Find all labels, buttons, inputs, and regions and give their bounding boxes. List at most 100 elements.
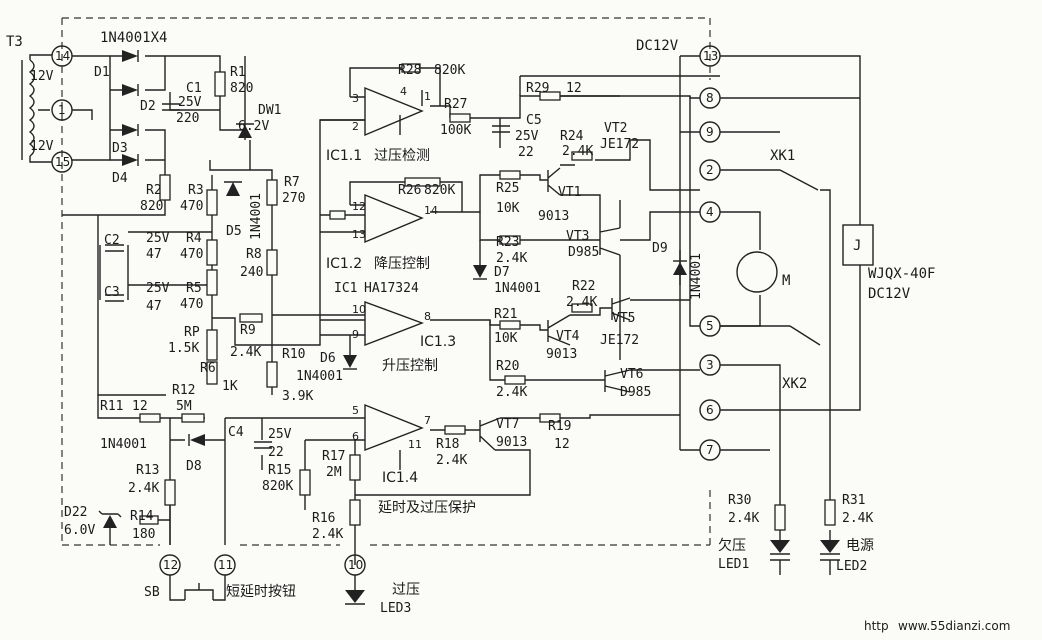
label-d7v: 1N4001 (494, 281, 541, 296)
label-c3: C3 (104, 285, 120, 300)
label-r1v: 820 (230, 81, 253, 96)
label-relay-model: WJQX-40F (868, 266, 935, 282)
board-outline (61, 17, 711, 546)
label-r8: R8 (246, 247, 262, 262)
terminal-13: 13 (703, 49, 718, 63)
label-r31: R31 (842, 493, 865, 508)
label-r25v: 10K (496, 201, 520, 216)
terminal-9: 9 (706, 125, 714, 139)
label-dw1: DW1 (258, 103, 281, 118)
relay-coil (842, 224, 874, 266)
label-ic1-model: HA17324 (364, 281, 419, 296)
label-r26v: 820K (424, 183, 455, 198)
terminal-7: 7 (706, 443, 714, 457)
svg-text:1: 1 (424, 90, 431, 103)
label-r4v: 470 (180, 247, 203, 262)
label-c4c: 22 (268, 445, 284, 460)
label-c3v: 25V (146, 281, 170, 296)
label-r1: R1 (230, 65, 246, 80)
diodes (98, 50, 840, 605)
svg-text:10: 10 (352, 303, 366, 316)
label-r10v: 3.9K (282, 389, 313, 404)
label-r8v: 240 (240, 265, 263, 280)
label-c5c: 22 (518, 145, 534, 160)
label-ic12: IC1.2 (326, 256, 362, 272)
op-amps (364, 86, 424, 452)
label-vt6: VT6 (620, 367, 643, 382)
terminal-2: 2 (706, 163, 714, 177)
label-r4: R4 (186, 231, 202, 246)
terminal-5: 5 (706, 319, 714, 333)
label-c2v: 25V (146, 231, 170, 246)
svg-text:13: 13 (352, 228, 366, 241)
terminal-14: 14 (55, 49, 70, 63)
label-r16: R16 (312, 511, 335, 526)
label-r26: R26 (398, 183, 421, 198)
label-ic13-name: 升压控制 (382, 358, 438, 374)
label-r3: R3 (188, 183, 204, 198)
label-r9: R9 (240, 323, 256, 338)
label-vt6v: D985 (620, 385, 651, 400)
terminal-15: 15 (55, 155, 70, 169)
label-r13v: 2.4K (128, 481, 159, 496)
label-bridge: 1N4001X4 (100, 30, 167, 46)
label-r3v: 470 (180, 199, 203, 214)
label-d4: D4 (112, 171, 128, 186)
transformer-v2: 12V (30, 139, 54, 154)
label-d6v: 1N4001 (296, 369, 343, 384)
label-r28: R28 (398, 63, 421, 78)
label-d7: D7 (494, 265, 510, 280)
label-rp-value: 1.5K (168, 341, 199, 356)
label-vt4v: 9013 (546, 347, 577, 362)
svg-text:8: 8 (424, 310, 431, 323)
label-r16v: 2.4K (312, 527, 343, 542)
label-r29v: 12 (566, 81, 582, 96)
label-d22: D22 (64, 505, 87, 520)
label-r31v: 2.4K (842, 511, 873, 526)
label-led1-name: 欠压 (718, 538, 746, 554)
label-d8: D8 (186, 459, 202, 474)
terminal-4: 4 (706, 205, 714, 219)
label-r19v: 12 (554, 437, 570, 452)
label-vt5v: JE172 (600, 333, 639, 348)
label-vt2: VT2 (604, 121, 627, 136)
label-dw1v: 6.2V (238, 119, 269, 134)
label-r18v: 2.4K (436, 453, 467, 468)
label-r21: R21 (494, 307, 517, 322)
label-ic1: IC1 (334, 281, 357, 296)
label-r14v: 180 (132, 527, 155, 542)
label-c5: C5 (526, 113, 542, 128)
label-xk2: XK2 (782, 376, 807, 392)
label-r23v: 2.4K (496, 251, 527, 266)
label-r6: R6 (200, 361, 216, 376)
transformer-v1: 12V (30, 69, 54, 84)
label-r14: R14 (130, 509, 154, 524)
terminal-8: 8 (706, 91, 714, 105)
label-r7v: 270 (282, 191, 305, 206)
terminal-3: 3 (706, 358, 714, 372)
label-relay-voltage: DC12V (868, 286, 911, 302)
label-ic13: IC1.3 (420, 334, 456, 350)
label-r23: R23 (496, 235, 519, 250)
label-r15v: 820K (262, 479, 293, 494)
label-r17v: 2M (326, 465, 342, 480)
label-ic14: IC1.4 (382, 470, 418, 486)
label-vt1v: 9013 (538, 209, 569, 224)
label-r13: R13 (136, 463, 159, 478)
label-d1: D1 (94, 65, 110, 80)
transformer-label: T3 (6, 34, 23, 50)
label-r10: R10 (282, 347, 305, 362)
label-ic12-name: 降压控制 (374, 256, 430, 272)
label-r7: R7 (284, 175, 300, 190)
label-c1: C1 (186, 81, 202, 96)
label-r12: R12 (172, 383, 195, 398)
svg-text:14: 14 (424, 204, 438, 217)
label-r27v: 100K (440, 123, 471, 138)
label-r22v: 2.4K (566, 295, 597, 310)
relay-contacts (779, 169, 821, 346)
label-c4: C4 (228, 425, 244, 440)
label-vt1: VT1 (558, 185, 581, 200)
terminal-1: 1 (58, 103, 66, 117)
